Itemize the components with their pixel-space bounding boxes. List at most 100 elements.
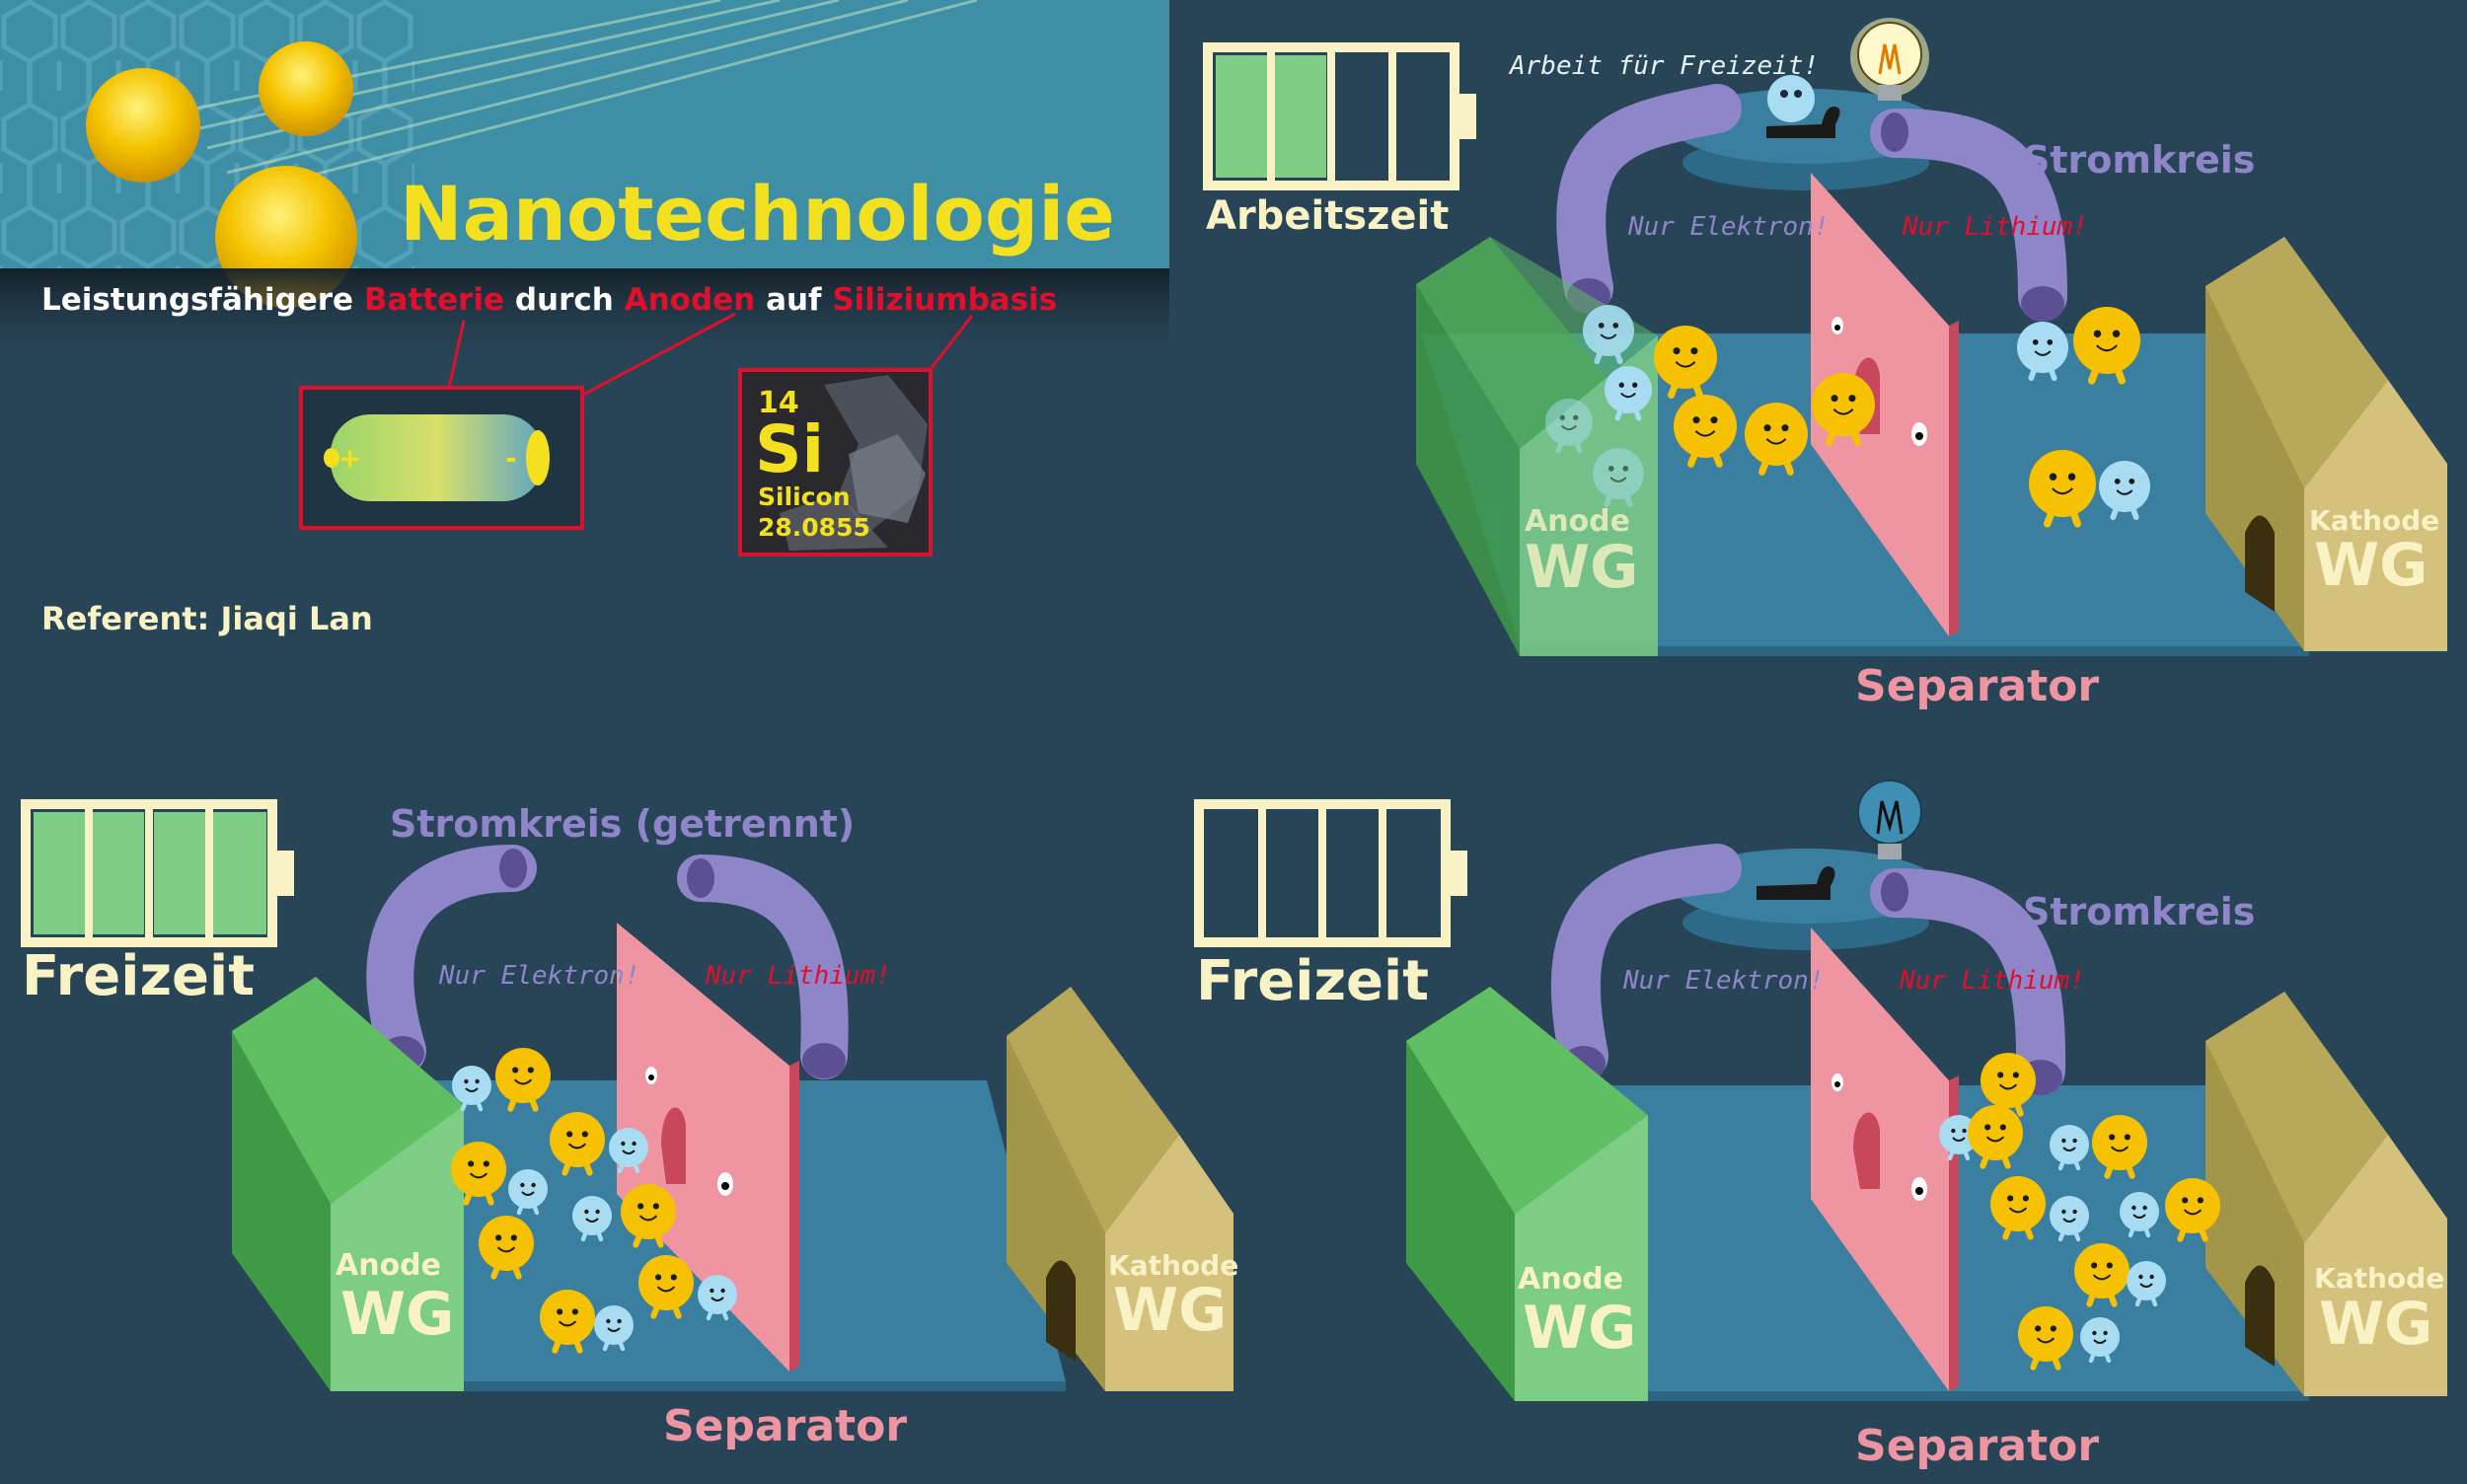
subtitle-shade [0, 268, 1169, 377]
battery-segment-4 [213, 812, 266, 934]
electron-icon [1605, 366, 1652, 421]
battery-label: Freizeit [1196, 949, 1429, 1013]
electron-icon [1939, 1115, 1979, 1161]
cathode-house [2205, 992, 2447, 1396]
particle-layer [451, 1048, 737, 1354]
lightbulb-on-icon [1850, 18, 1929, 101]
slug-icon [1757, 866, 1835, 900]
battery-segment-2 [93, 812, 144, 934]
panel-top-right: Arbeitszeit Arbeit für Freizeit! Stromkr… [1203, 18, 2447, 711]
lithium-ion-icon [495, 1048, 551, 1112]
electron-icon [698, 1275, 737, 1321]
battery-segment-3 [154, 812, 205, 934]
lithium-ion-icon [621, 1184, 676, 1248]
cathode-house [2205, 237, 2447, 651]
lithium-ion-icon [2073, 307, 2140, 385]
subtitle-highlight-anoden: Anoden [625, 282, 756, 318]
subtitle-highlight-siliziumbasis: Siliziumbasis [832, 282, 1057, 318]
electron-worker-icon [1766, 75, 1840, 138]
header-banner: Nanotechnologie Leistungsfähigere Batter… [0, 0, 1169, 377]
element-symbol: Si [755, 411, 824, 487]
electron-icon [572, 1196, 612, 1242]
lithium-ion-icon [2074, 1243, 2130, 1307]
page-title: Nanotechnologie [400, 170, 1115, 258]
subtitle-part: Leistungsfähigere [41, 282, 364, 318]
anode-label: Anode [1525, 504, 1630, 539]
particle-layer [1545, 305, 2150, 528]
lithium-note: Nur Lithium! [1899, 966, 2085, 996]
subtitle-part: auf [755, 282, 832, 318]
circuit-label: Stromkreis [2023, 138, 2255, 182]
anode-house [1406, 987, 1648, 1401]
cathode-label: Kathode [2314, 1262, 2444, 1295]
battery-label: Freizeit [22, 944, 255, 1008]
electron-note: Nur Elektron! [1627, 212, 1830, 242]
element-mass: 28.0855 [758, 513, 870, 542]
cathode-label: Kathode [2309, 504, 2439, 537]
electron-icon [2120, 1192, 2159, 1238]
electron-icon [1583, 305, 1634, 365]
lithium-ion-icon [1812, 373, 1875, 446]
battery-segment-1 [34, 812, 85, 934]
electron-icon [2127, 1261, 2166, 1307]
lithium-ion-icon [1654, 326, 1717, 399]
separator-wall [1811, 173, 1959, 636]
battery-gauge [1203, 42, 1476, 190]
anode-wg-label: WG [1525, 533, 1638, 602]
anode-house [1416, 237, 1658, 656]
lithium-ion-icon [2165, 1178, 2220, 1242]
slug-icon [1766, 107, 1840, 138]
cathode-house [1007, 987, 1234, 1391]
note-arbeit: Arbeit für Freizeit! [1508, 51, 1819, 81]
lithium-ion-icon [2029, 450, 2096, 528]
anode-label: Anode [1518, 1262, 1623, 1297]
electron-icon [2099, 461, 2150, 521]
separator-wall [617, 923, 799, 1372]
electron-icon [452, 1066, 491, 1112]
electron-icon [1545, 399, 1593, 454]
battery-minus-sign: - [505, 442, 517, 475]
lithium-ion-icon [638, 1255, 694, 1319]
battery-label: Arbeitszeit [1206, 193, 1449, 239]
lithium-ion-icon [2018, 1306, 2073, 1371]
lithium-ion-icon [479, 1216, 534, 1280]
electron-icon [2050, 1196, 2089, 1242]
separator-label: Separator [1855, 661, 2099, 711]
electron-icon [2017, 322, 2068, 382]
circuit-wire-right [1870, 109, 2067, 321]
lithium-ion-icon [1990, 1176, 2046, 1240]
lithium-ion-icon [1968, 1105, 2023, 1169]
subtitle: Leistungsfähigere Batterie durch Anoden … [41, 282, 1057, 318]
subtitle-highlight-batterie: Batterie [364, 282, 504, 318]
battery-segment-1 [1216, 55, 1267, 178]
panel-bottom-left: Freizeit Stromkreis (getrennt) Anode WG … [21, 799, 1238, 1451]
anode-house [232, 977, 464, 1391]
circuit-wire-left [1556, 84, 1742, 313]
lithium-note: Nur Lithium! [705, 961, 891, 991]
electron-note: Nur Elektron! [1622, 966, 1825, 996]
lithium-ion-icon [451, 1142, 506, 1206]
subtitle-part: durch [504, 282, 625, 318]
circuit-label: Stromkreis (getrennt) [390, 802, 855, 846]
panel-bottom-right: Freizeit Stromkreis Anode WG [1194, 779, 2447, 1471]
cathode-wg-label: WG [2319, 1290, 2432, 1359]
separator-label: Separator [1855, 1421, 2099, 1471]
cathode-label: Kathode [1108, 1249, 1238, 1282]
anode-wg-label: WG [340, 1280, 454, 1349]
circuit-label: Stromkreis [2023, 890, 2255, 933]
lithium-ion-icon [550, 1112, 605, 1176]
light-streaks [147, 0, 978, 194]
circuit-wire-right [677, 854, 849, 1079]
separator-label: Separator [663, 1401, 907, 1451]
lithium-ion-icon [540, 1290, 595, 1354]
battery-plus-sign: + [338, 442, 361, 475]
cathode-wg-label: WG [2314, 531, 2428, 600]
anode-wg-label: WG [1523, 1294, 1636, 1363]
lightbulb-off-icon [1857, 779, 1922, 859]
particle-layer [1939, 1053, 2220, 1371]
electron-icon [2080, 1317, 2120, 1364]
circuit-wire-left [366, 845, 537, 1075]
presenter-label: Referent: Jiaqi Lan [41, 600, 373, 637]
element-number: 14 [758, 386, 799, 420]
